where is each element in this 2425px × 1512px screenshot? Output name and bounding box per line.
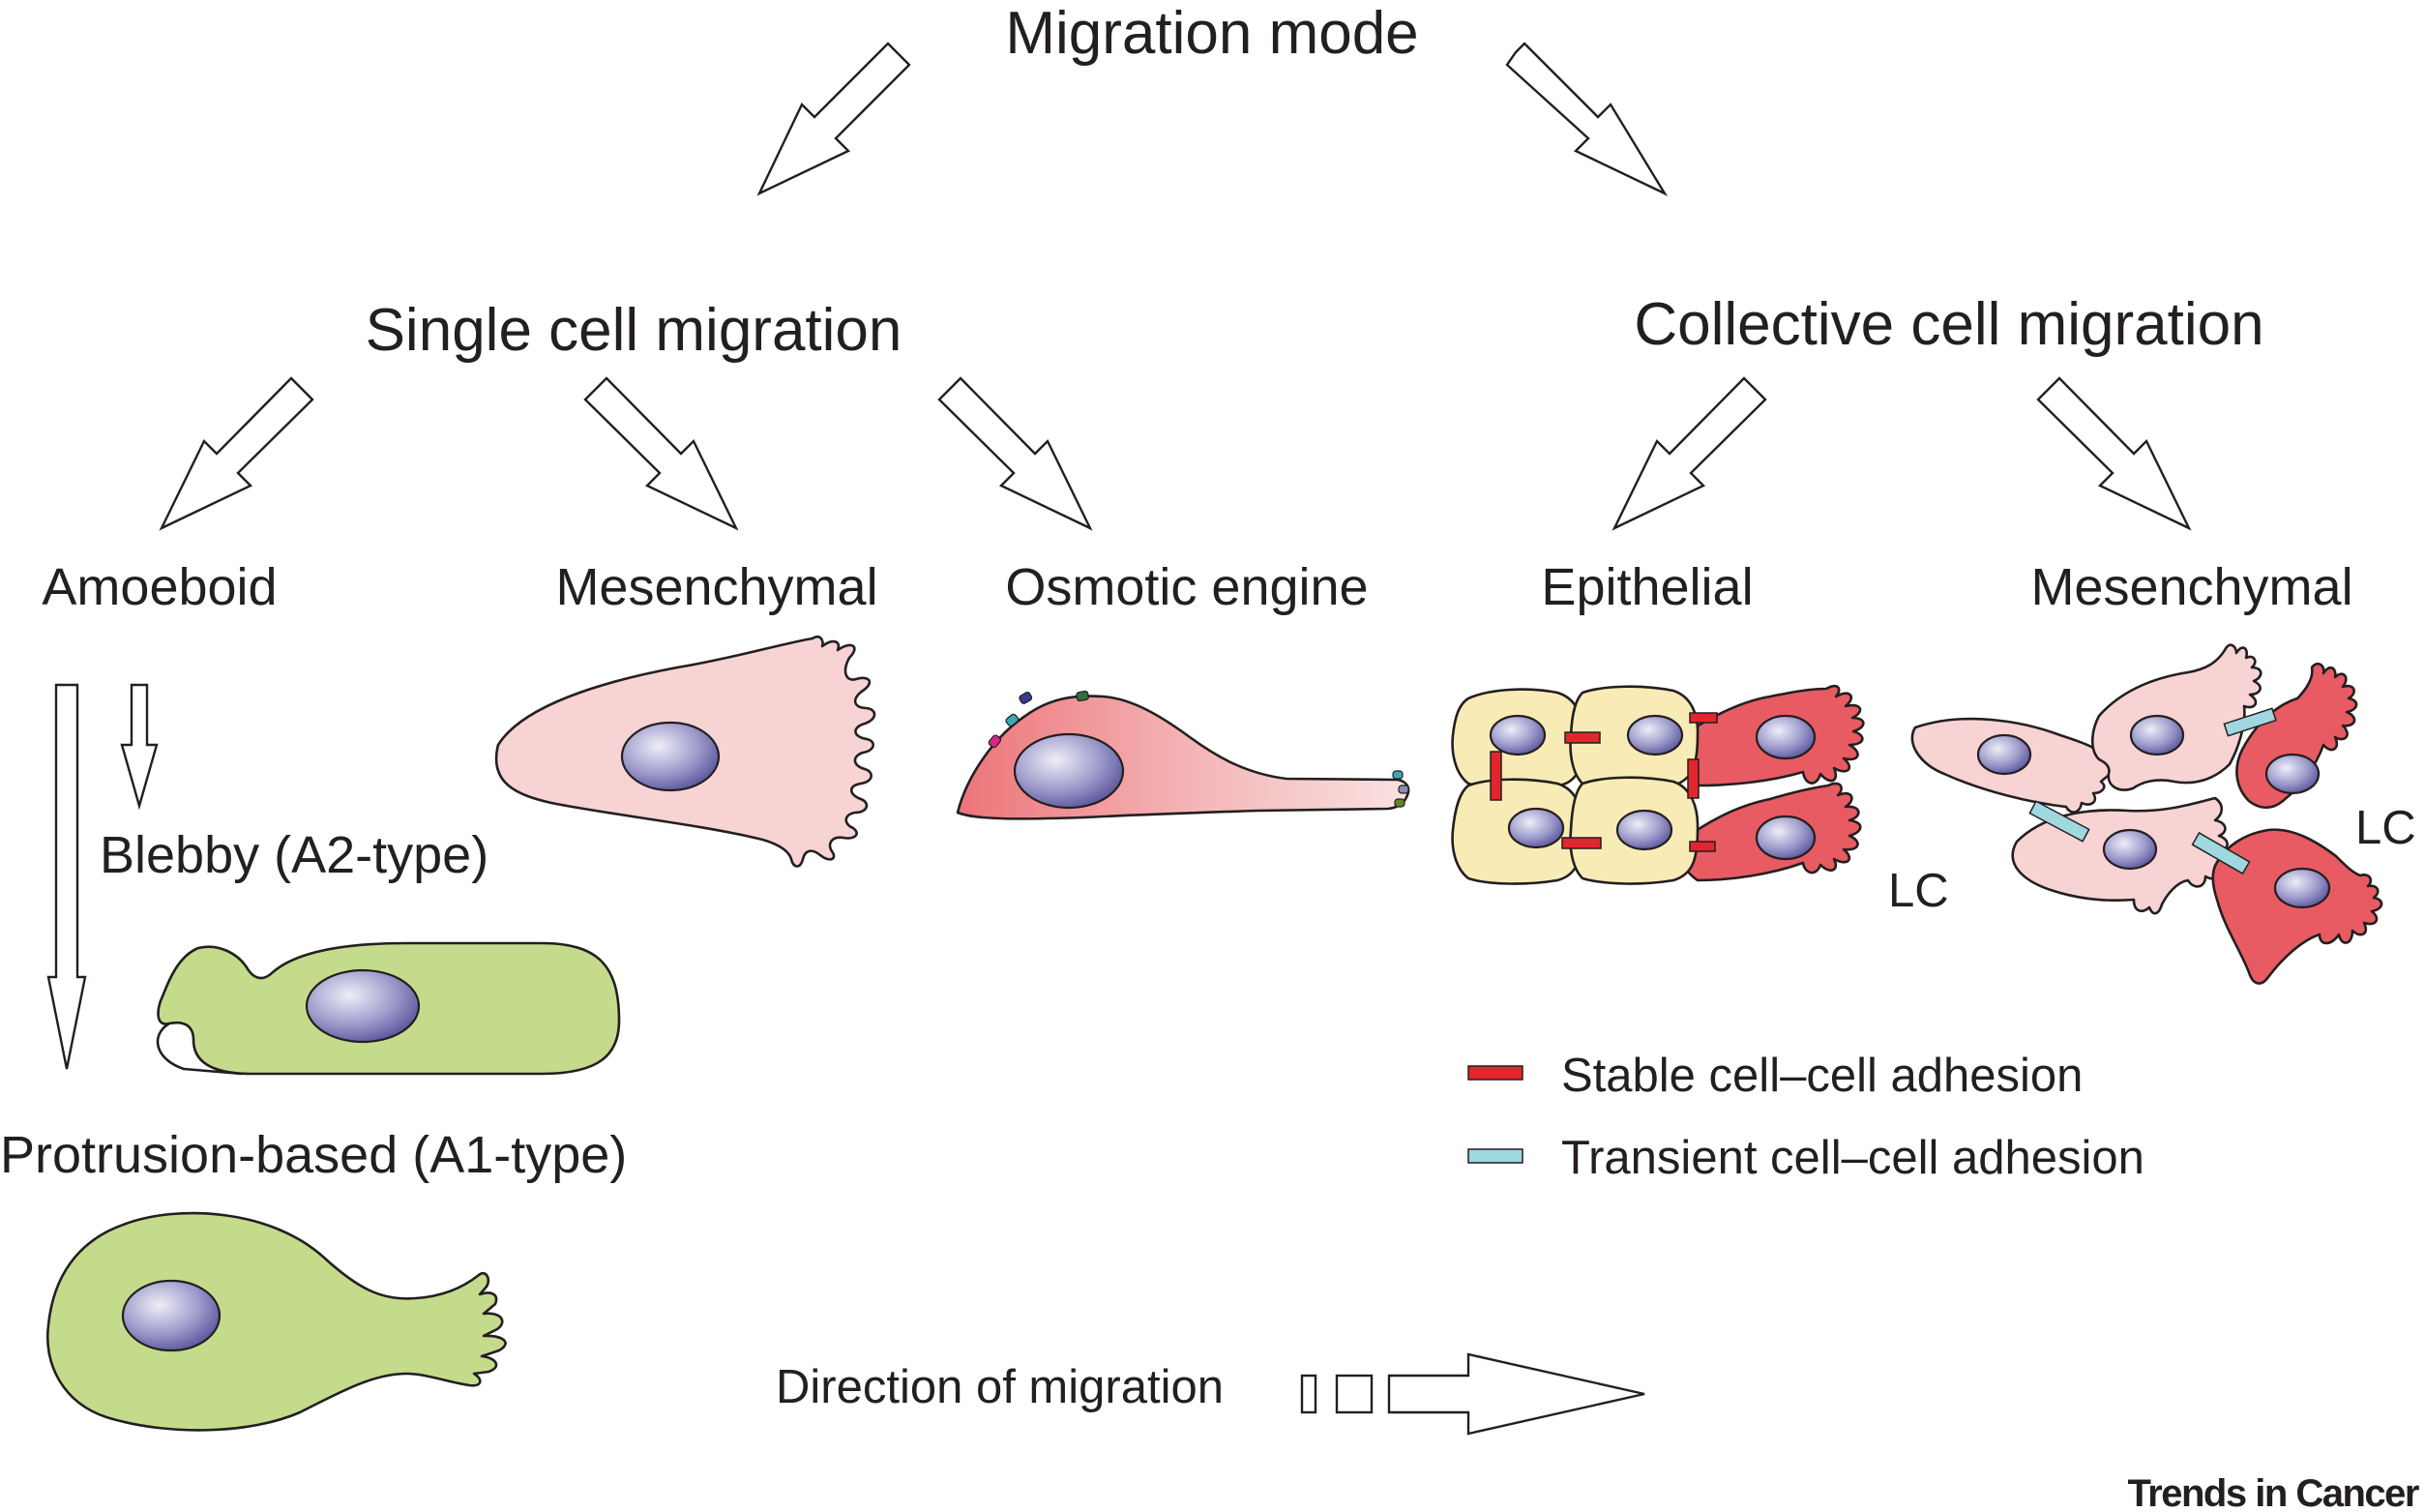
- osmotic-marker: [1076, 690, 1089, 702]
- mesenchymal-collective-leader-nucleus: [2273, 867, 2331, 909]
- epithelial-label: Epithelial: [1541, 558, 1753, 616]
- direction-medium-box: [1335, 1374, 1374, 1414]
- mesenchymal-lc-label: LC: [2355, 802, 2416, 854]
- direction-label: Direction of migration: [776, 1361, 1224, 1413]
- legend-transient-swatch: [1467, 1148, 1523, 1164]
- protrusion-nucleus: [121, 1279, 222, 1352]
- direction-small-box: [1300, 1374, 1317, 1414]
- osmotic-marker: [1005, 713, 1020, 727]
- osmotic-marker: [1394, 798, 1405, 808]
- mesenchymal-collective-nucleus: [1976, 733, 2032, 776]
- osmotic-nucleus: [1013, 732, 1125, 810]
- mesenchymal-collective-nucleus: [2129, 714, 2185, 756]
- epithelial-leader-nucleus: [1755, 815, 1817, 861]
- mesenchymal-collective-nucleus: [2102, 828, 2158, 871]
- transient-adhesion-bar: [2223, 707, 2277, 737]
- protrusion-cell: [45, 1211, 507, 1432]
- arrow-to-single: [756, 42, 911, 196]
- arrow-to-epithelial: [1612, 376, 1767, 531]
- epithelial-nucleus: [1626, 714, 1684, 756]
- amoeboid-label: Amoeboid: [42, 558, 277, 616]
- osmotic-engine-cell: [956, 690, 1410, 820]
- blebby-cell: [156, 941, 621, 1076]
- arrow-to-osmotic: [937, 376, 1093, 531]
- single-cell-migration-heading: Single cell migration: [366, 297, 902, 364]
- collective-cell-migration-heading: Collective cell migration: [1634, 291, 2263, 358]
- mesenchymal-collective-label: Mesenchymal: [2030, 558, 2352, 616]
- journal-credit: Trends in Cancer: [2127, 1472, 2418, 1512]
- mesenchymal-single-nucleus: [620, 721, 721, 792]
- stable-adhesion-bar: [1689, 712, 1718, 724]
- epithelial-nucleus: [1507, 807, 1565, 849]
- arrow-to-amoeboid: [159, 376, 314, 531]
- mesenchymal-single-cell: [494, 636, 876, 868]
- legend: Stable cell–cell adhesion Transient cell…: [1467, 1050, 2144, 1184]
- epithelial-nucleus: [1489, 714, 1547, 756]
- stable-adhesion-bar: [1490, 751, 1502, 801]
- stable-adhesion-bar: [1689, 841, 1716, 852]
- transient-adhesion-bar: [2028, 800, 2090, 843]
- blebby-label: Blebby (A2-type): [100, 826, 488, 884]
- epithelial-lc-label: LC: [1888, 865, 1949, 917]
- direction-arrow: [1387, 1352, 1645, 1436]
- osmotic-marker: [1392, 770, 1404, 780]
- osmotic-engine-label: Osmotic engine: [1005, 558, 1368, 616]
- amoeboid-short-arrow: [120, 683, 159, 811]
- osmotic-marker: [988, 734, 1002, 749]
- arrow-to-collective: [1505, 42, 1669, 196]
- stable-adhesion-bar: [1561, 837, 1602, 849]
- mesenchymal-collective-leader-nucleus: [2264, 753, 2321, 795]
- arrow-to-mesenchymal-single: [583, 376, 739, 531]
- legend-stable-label: Stable cell–cell adhesion: [1561, 1050, 2083, 1102]
- diagram-title: Migration mode: [1005, 0, 1418, 67]
- osmotic-marker: [1398, 785, 1409, 794]
- amoeboid-long-arrow: [46, 683, 87, 1070]
- transient-adhesion-bar: [2191, 831, 2251, 875]
- epithelial-collective: [1451, 684, 1865, 885]
- mesenchymal-single-label: Mesenchymal: [555, 558, 877, 616]
- stable-adhesion-bar: [1564, 731, 1601, 744]
- legend-transient-label: Transient cell–cell adhesion: [1561, 1132, 2144, 1184]
- epithelial-nucleus: [1615, 809, 1673, 851]
- legend-stable-swatch: [1467, 1065, 1523, 1081]
- blebby-nucleus: [305, 968, 421, 1044]
- arrow-to-mesenchymal-collective: [2036, 376, 2192, 531]
- stable-adhesion-bar: [1687, 758, 1700, 799]
- mesenchymal-collective: [1910, 643, 2383, 985]
- epithelial-leader-nucleus: [1755, 714, 1817, 760]
- protrusion-label: Protrusion-based (A1-type): [0, 1126, 627, 1184]
- osmotic-marker: [1019, 692, 1033, 704]
